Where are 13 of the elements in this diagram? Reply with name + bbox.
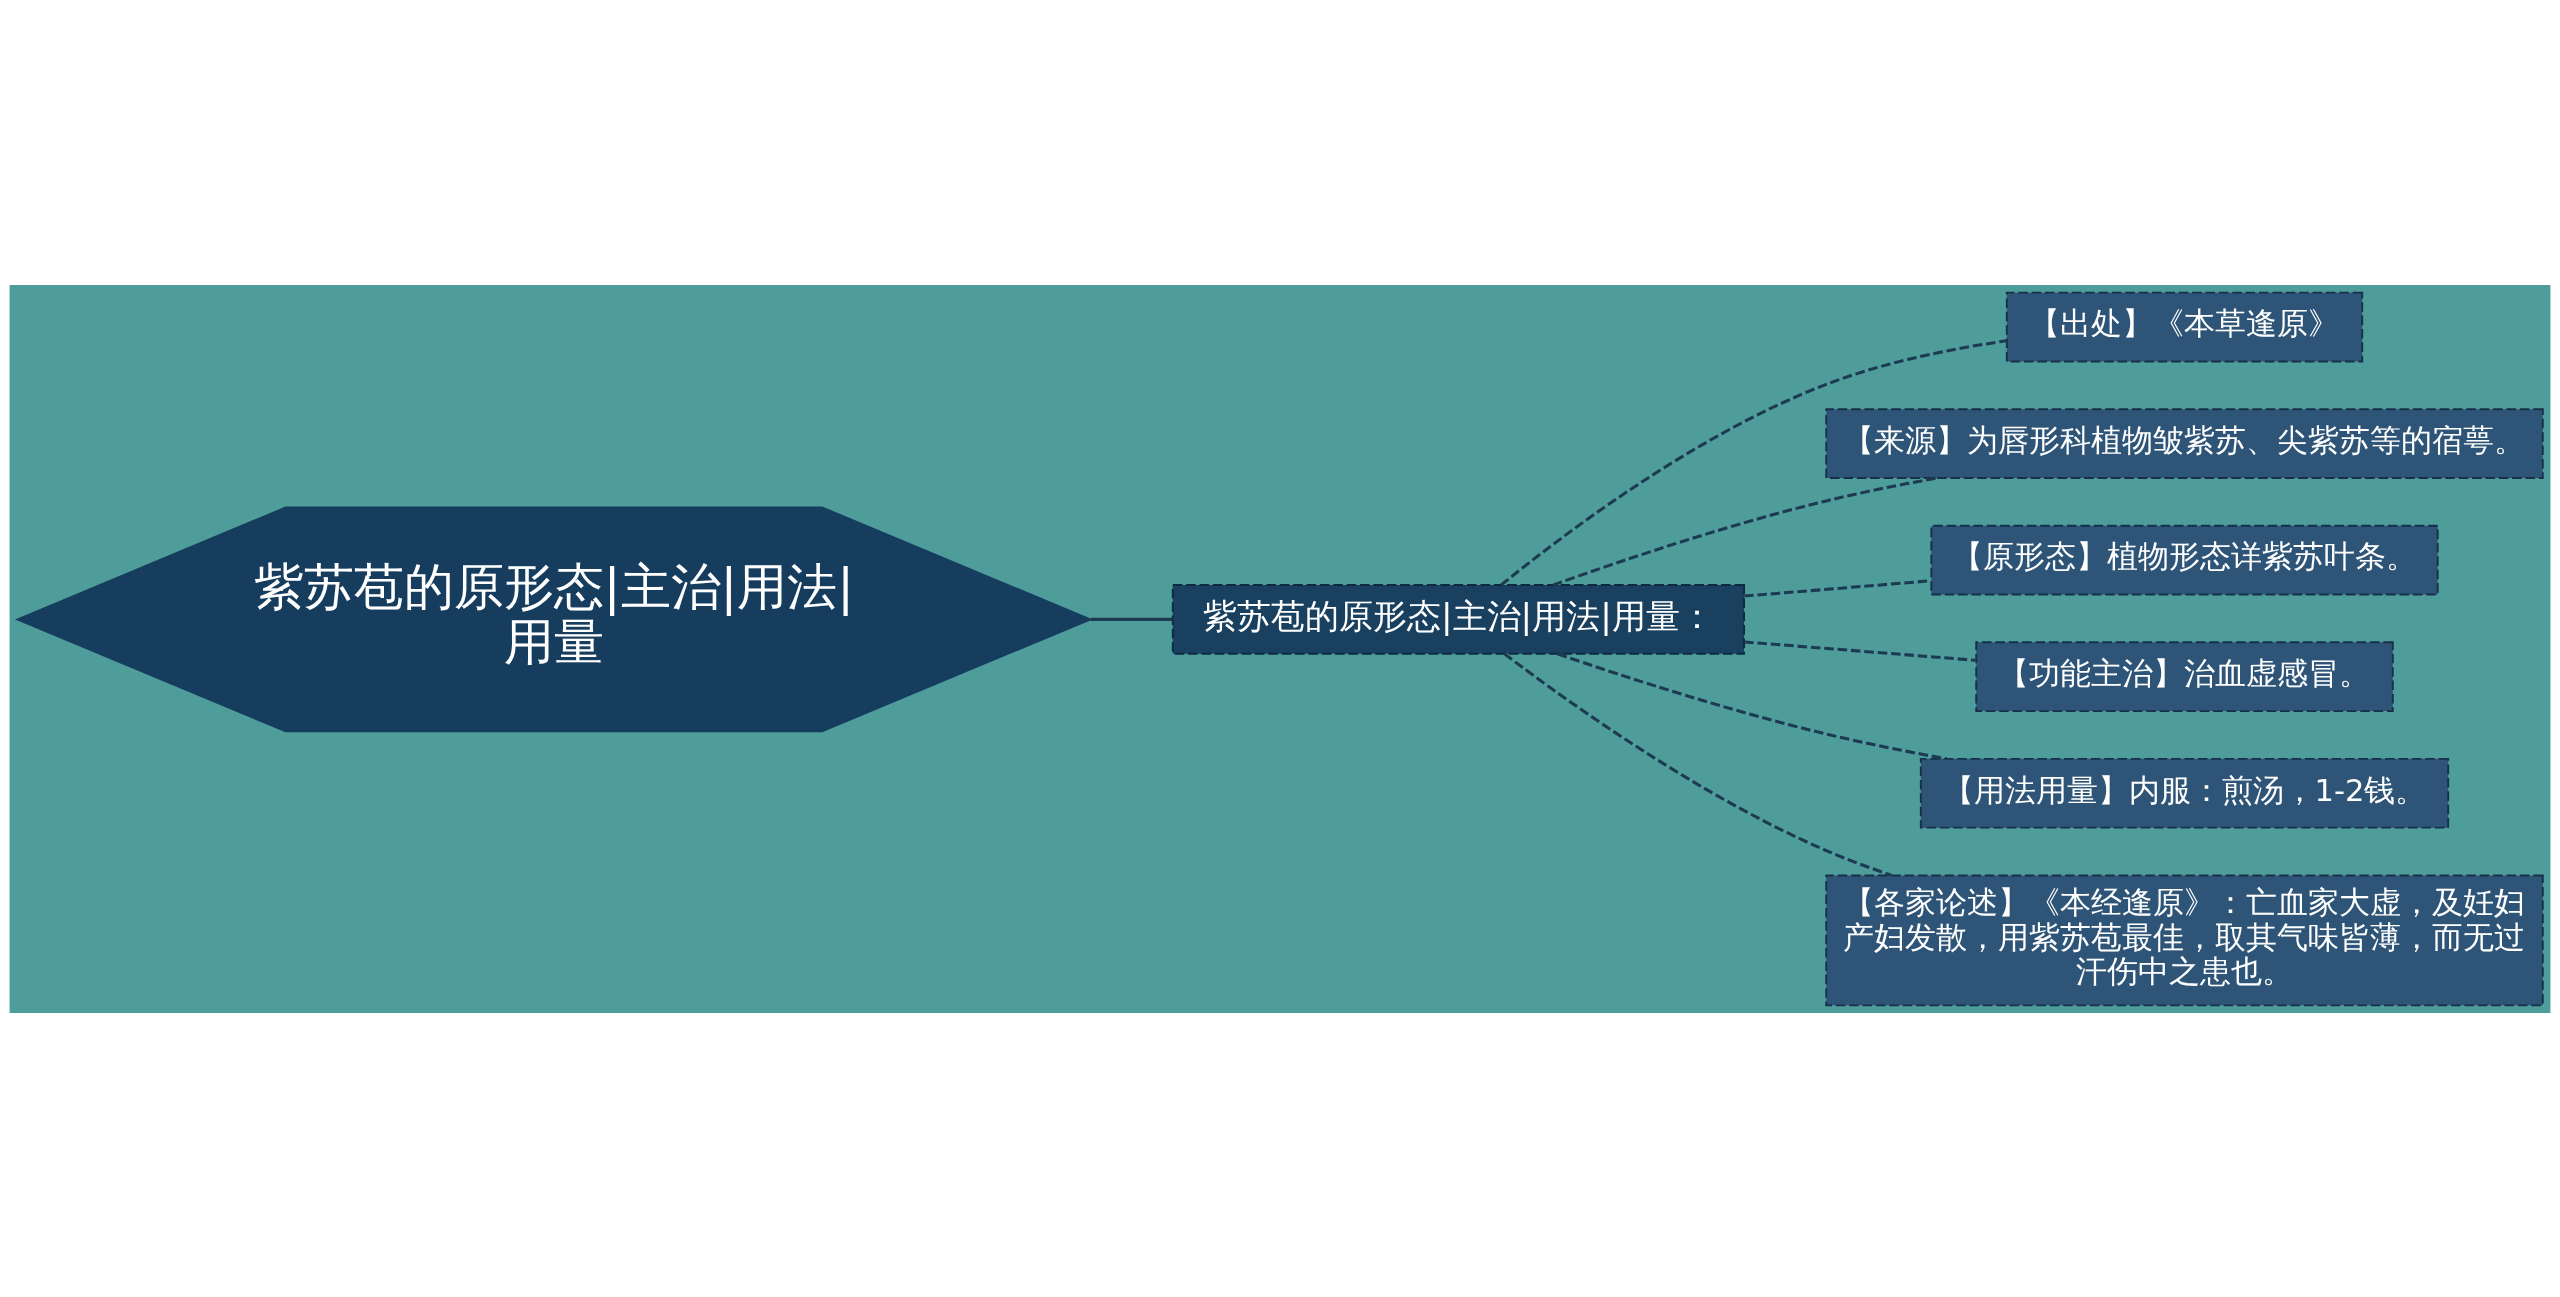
node-box: 【来源】为唇形科植物皱紫苏、尖紫苏等的宿萼。 [1825, 407, 2544, 479]
connector [1503, 652, 1892, 877]
node-box: 【用法用量】内服：煎汤，1-2钱。 [1919, 757, 2450, 829]
node-box: 【原形态】植物形态详紫苏叶条。 [1930, 524, 2439, 595]
connector [1500, 338, 2007, 586]
node-box: 【出处】《本草逢原》 [2005, 291, 2364, 362]
connector [1090, 617, 1173, 621]
connector [1552, 476, 1937, 586]
node-box: 【各家论述】《本经逢原》：亡血家大虚，及妊妇产妇发散，用紫苏苞最佳，取其气味皆薄，而无过汗伤中之患也。 [1825, 873, 2544, 1006]
connector [1744, 639, 1976, 662]
node-box: 紫苏苞的原形态|主治|用法|用量： [1171, 583, 1746, 655]
node-box: 【功能主治】治血虚感冒。 [1975, 640, 2394, 712]
connector [1557, 652, 1948, 760]
